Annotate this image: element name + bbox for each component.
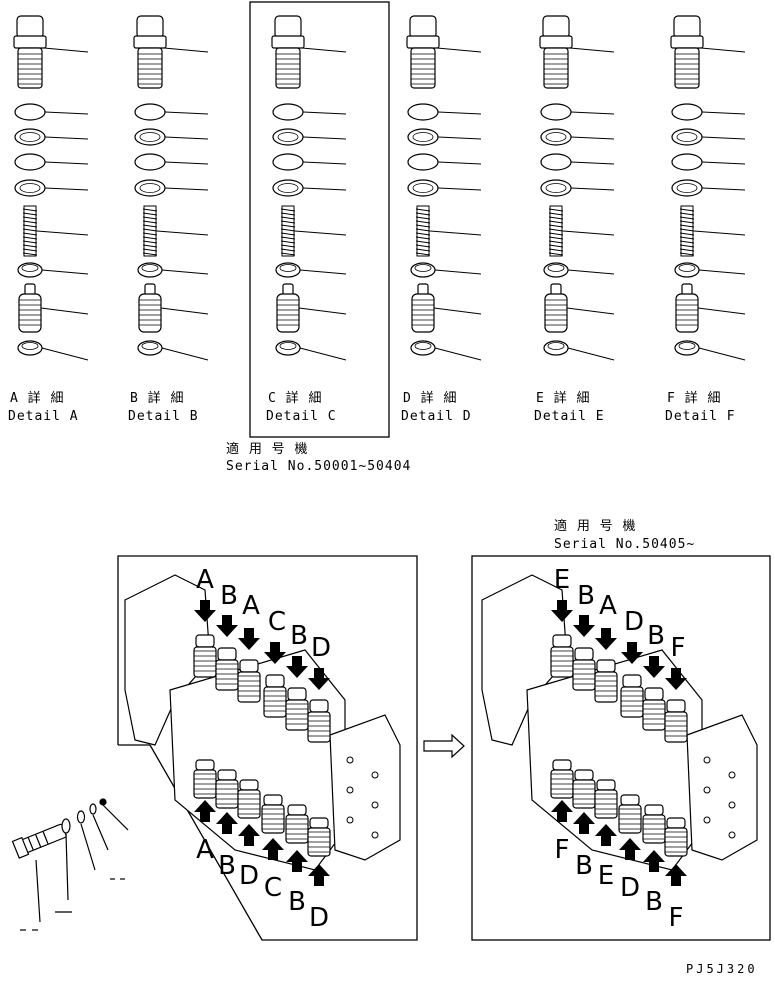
detail-label-en: Detail A [8,409,79,424]
detail-label-en: Detail C [266,409,337,424]
right-view-frame [471,555,771,941]
detail-columns: A 詳 細 Detail A B 詳 細 Detail B C 詳 細 Detail C D… [8,15,746,424]
detail-label-ja: A 詳 細 [10,390,64,406]
port-letter: F [669,903,684,933]
serial-old-en: Serial No.50001~50404 [226,459,411,474]
port-letter: B [575,851,593,881]
detail-column-b: B 詳 細 Detail B [128,15,209,424]
down-arrow-icon [643,656,665,678]
down-arrow-icon [216,615,238,637]
detail-label-en: Detail E [534,409,605,424]
down-arrow-icon [573,615,595,637]
port-letter: B [290,621,308,651]
serial-new-en: Serial No.50405~ [554,537,695,552]
detail-column-f: F 詳 細 Detail F [665,15,746,424]
up-arrow-icon [665,864,687,886]
port-letter: E [598,861,614,891]
detail-label-ja: D 詳 細 [403,390,457,406]
up-arrow-icon [551,800,573,822]
port-letter: F [671,633,686,663]
detail-label-ja: B 詳 細 [130,390,184,406]
down-arrow-icon [264,642,286,664]
port-letter: D [620,873,640,903]
down-arrow-icon [665,668,687,690]
up-arrow-icon [595,824,617,846]
detail-c-frame [249,1,390,438]
down-arrow-icon [286,656,308,678]
down-arrow-icon [551,600,573,622]
port-letter: F [555,835,570,865]
detail-label-ja: C 詳 細 [268,390,322,406]
up-arrow-icon [216,812,238,834]
left-view-frame [117,555,418,941]
port-letter: D [311,633,331,663]
plug-assembly [11,744,150,931]
detail-column-a: A 詳 細 Detail A [8,15,89,424]
detail-column-d: D 詳 細 Detail D [401,15,482,424]
port-letter: A [242,591,260,621]
port-letter: B [220,581,238,611]
up-arrow-icon [286,850,308,872]
serial-old-ja: 適 用 号 機 [226,441,308,457]
detail-label-en: Detail D [401,409,472,424]
port-letter: B [288,887,306,917]
up-arrow-icon [643,850,665,872]
up-arrow-icon [619,838,641,860]
port-letter: D [309,903,329,933]
port-letter: A [196,835,214,865]
up-arrow-icon [262,838,284,860]
serial-new-ja: 適 用 号 機 [554,518,636,534]
port-letter: B [577,581,595,611]
port-letter: C [268,607,286,637]
port-letter: A [599,591,617,621]
down-arrow-icon [595,628,617,650]
detail-label-en: Detail F [665,409,736,424]
detail-label-ja: E 詳 細 [536,390,590,406]
port-letter: A [196,565,214,595]
right-arrow-icon [423,733,465,759]
port-letter: D [624,607,644,637]
down-arrow-icon [238,628,260,650]
port-letter: D [239,861,259,891]
port-letter: E [554,565,570,595]
port-letter: B [645,887,663,917]
down-arrow-icon [621,642,643,664]
up-arrow-icon [194,800,216,822]
down-arrow-icon [194,600,216,622]
detail-column-c: C 詳 細 Detail C [266,15,347,424]
down-arrow-icon [308,668,330,690]
up-arrow-icon [308,864,330,886]
port-letter: B [647,621,665,651]
drawing-code: PJ5J320 [686,962,758,976]
port-letter: B [218,851,236,881]
up-arrow-icon [238,824,260,846]
detail-label-en: Detail B [128,409,199,424]
port-letter: C [264,873,282,903]
up-arrow-icon [573,812,595,834]
detail-label-ja: F 詳 細 [667,390,721,406]
detail-column-e: E 詳 細 Detail E [534,15,615,424]
